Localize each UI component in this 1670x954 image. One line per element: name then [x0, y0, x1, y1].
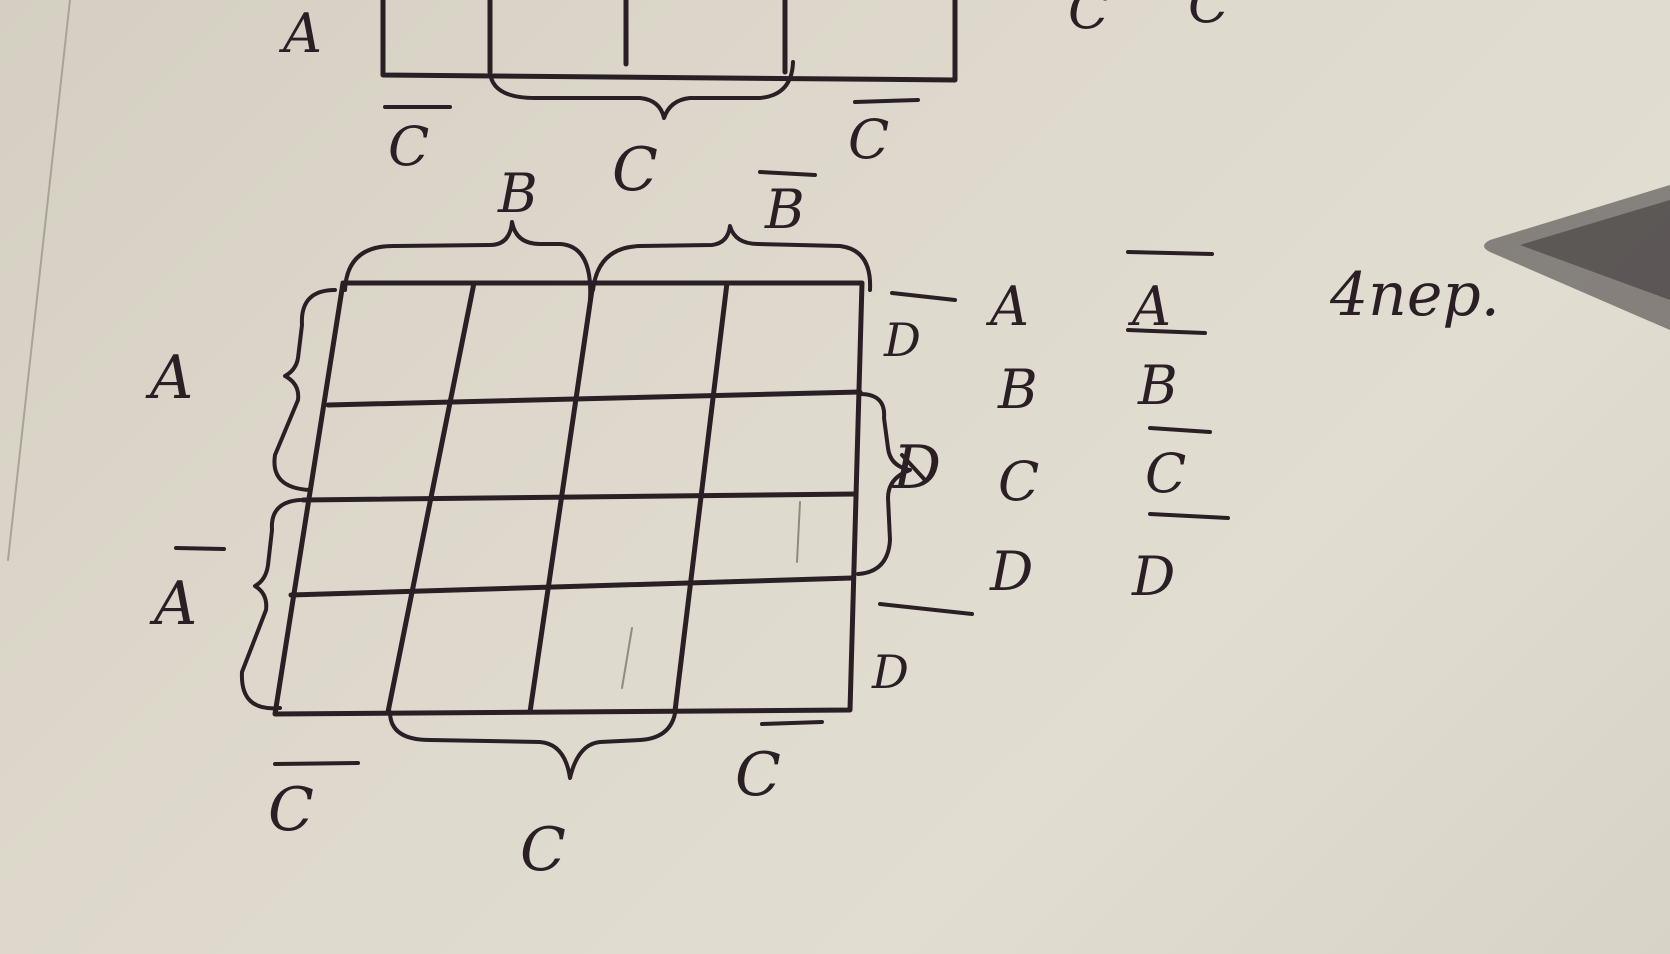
top-right-label: C: [1068, 0, 1109, 41]
overline: [890, 291, 957, 302]
brace-row-d: [856, 392, 912, 576]
brace-col-c: [388, 704, 678, 780]
overline: [1126, 250, 1214, 256]
top-kmap-frame: [380, 0, 958, 83]
top-kmap-bottom-label-middle: C: [612, 135, 658, 205]
pen-tip: [1520, 200, 1670, 300]
overline: [758, 170, 817, 177]
kmap-4x4: B B A A D D D C C C: [145, 162, 974, 885]
var-b: B: [997, 358, 1038, 421]
brace-col-not-b: [591, 224, 873, 292]
var-not-b: B: [1137, 354, 1178, 417]
row-label-not-d-top: D: [883, 313, 921, 367]
variable-list: A B C D A B C D: [985, 250, 1230, 608]
brace-col-b: [343, 220, 593, 302]
overline: [853, 98, 920, 104]
top-right-label: C: [1188, 0, 1229, 35]
col-label-c: C: [520, 815, 566, 885]
kmap-row-line: [288, 575, 855, 598]
brace-row-not-a: [239, 498, 302, 711]
brace-row-a: [272, 288, 337, 492]
var-a: A: [985, 275, 1029, 338]
col-label-not-c-right: C: [735, 740, 781, 810]
top-kmap-brace: [488, 60, 795, 120]
overline: [174, 546, 226, 551]
overline: [273, 761, 360, 766]
kmap-row-line: [300, 491, 859, 503]
paper-edge: [7, 0, 71, 561]
top-kmap: A C C C C C: [278, 0, 1229, 205]
label-strike: [900, 453, 927, 482]
col-label-not-c-left: C: [268, 775, 314, 845]
pencil-mark: [621, 627, 633, 689]
top-kmap-bottom-label-left: C: [388, 115, 429, 178]
overline: [1148, 426, 1212, 434]
overline: [1148, 512, 1230, 520]
row-label-not-d-bottom: D: [871, 645, 909, 699]
variable-count-note: 4пер.: [1329, 260, 1500, 330]
var-not-a: A: [1127, 275, 1171, 338]
top-kmap-row-label: A: [278, 2, 322, 65]
overline: [878, 602, 974, 616]
var-d: D: [989, 540, 1033, 603]
kmap-frame: [272, 280, 865, 717]
var-c: C: [998, 450, 1039, 513]
var-not-d: D: [1131, 545, 1175, 608]
row-label-not-a: A: [149, 569, 197, 639]
top-kmap-bottom-label-right: C: [848, 108, 889, 171]
pencil-mark: [796, 501, 801, 563]
var-not-c: C: [1145, 442, 1186, 505]
col-label-not-b: B: [764, 178, 805, 241]
kmap-row-line: [325, 389, 863, 408]
row-label-a: A: [145, 343, 193, 413]
pen-shadow: [1484, 185, 1670, 330]
overline: [760, 720, 824, 726]
overline: [1126, 328, 1207, 335]
col-label-b: B: [497, 162, 538, 225]
